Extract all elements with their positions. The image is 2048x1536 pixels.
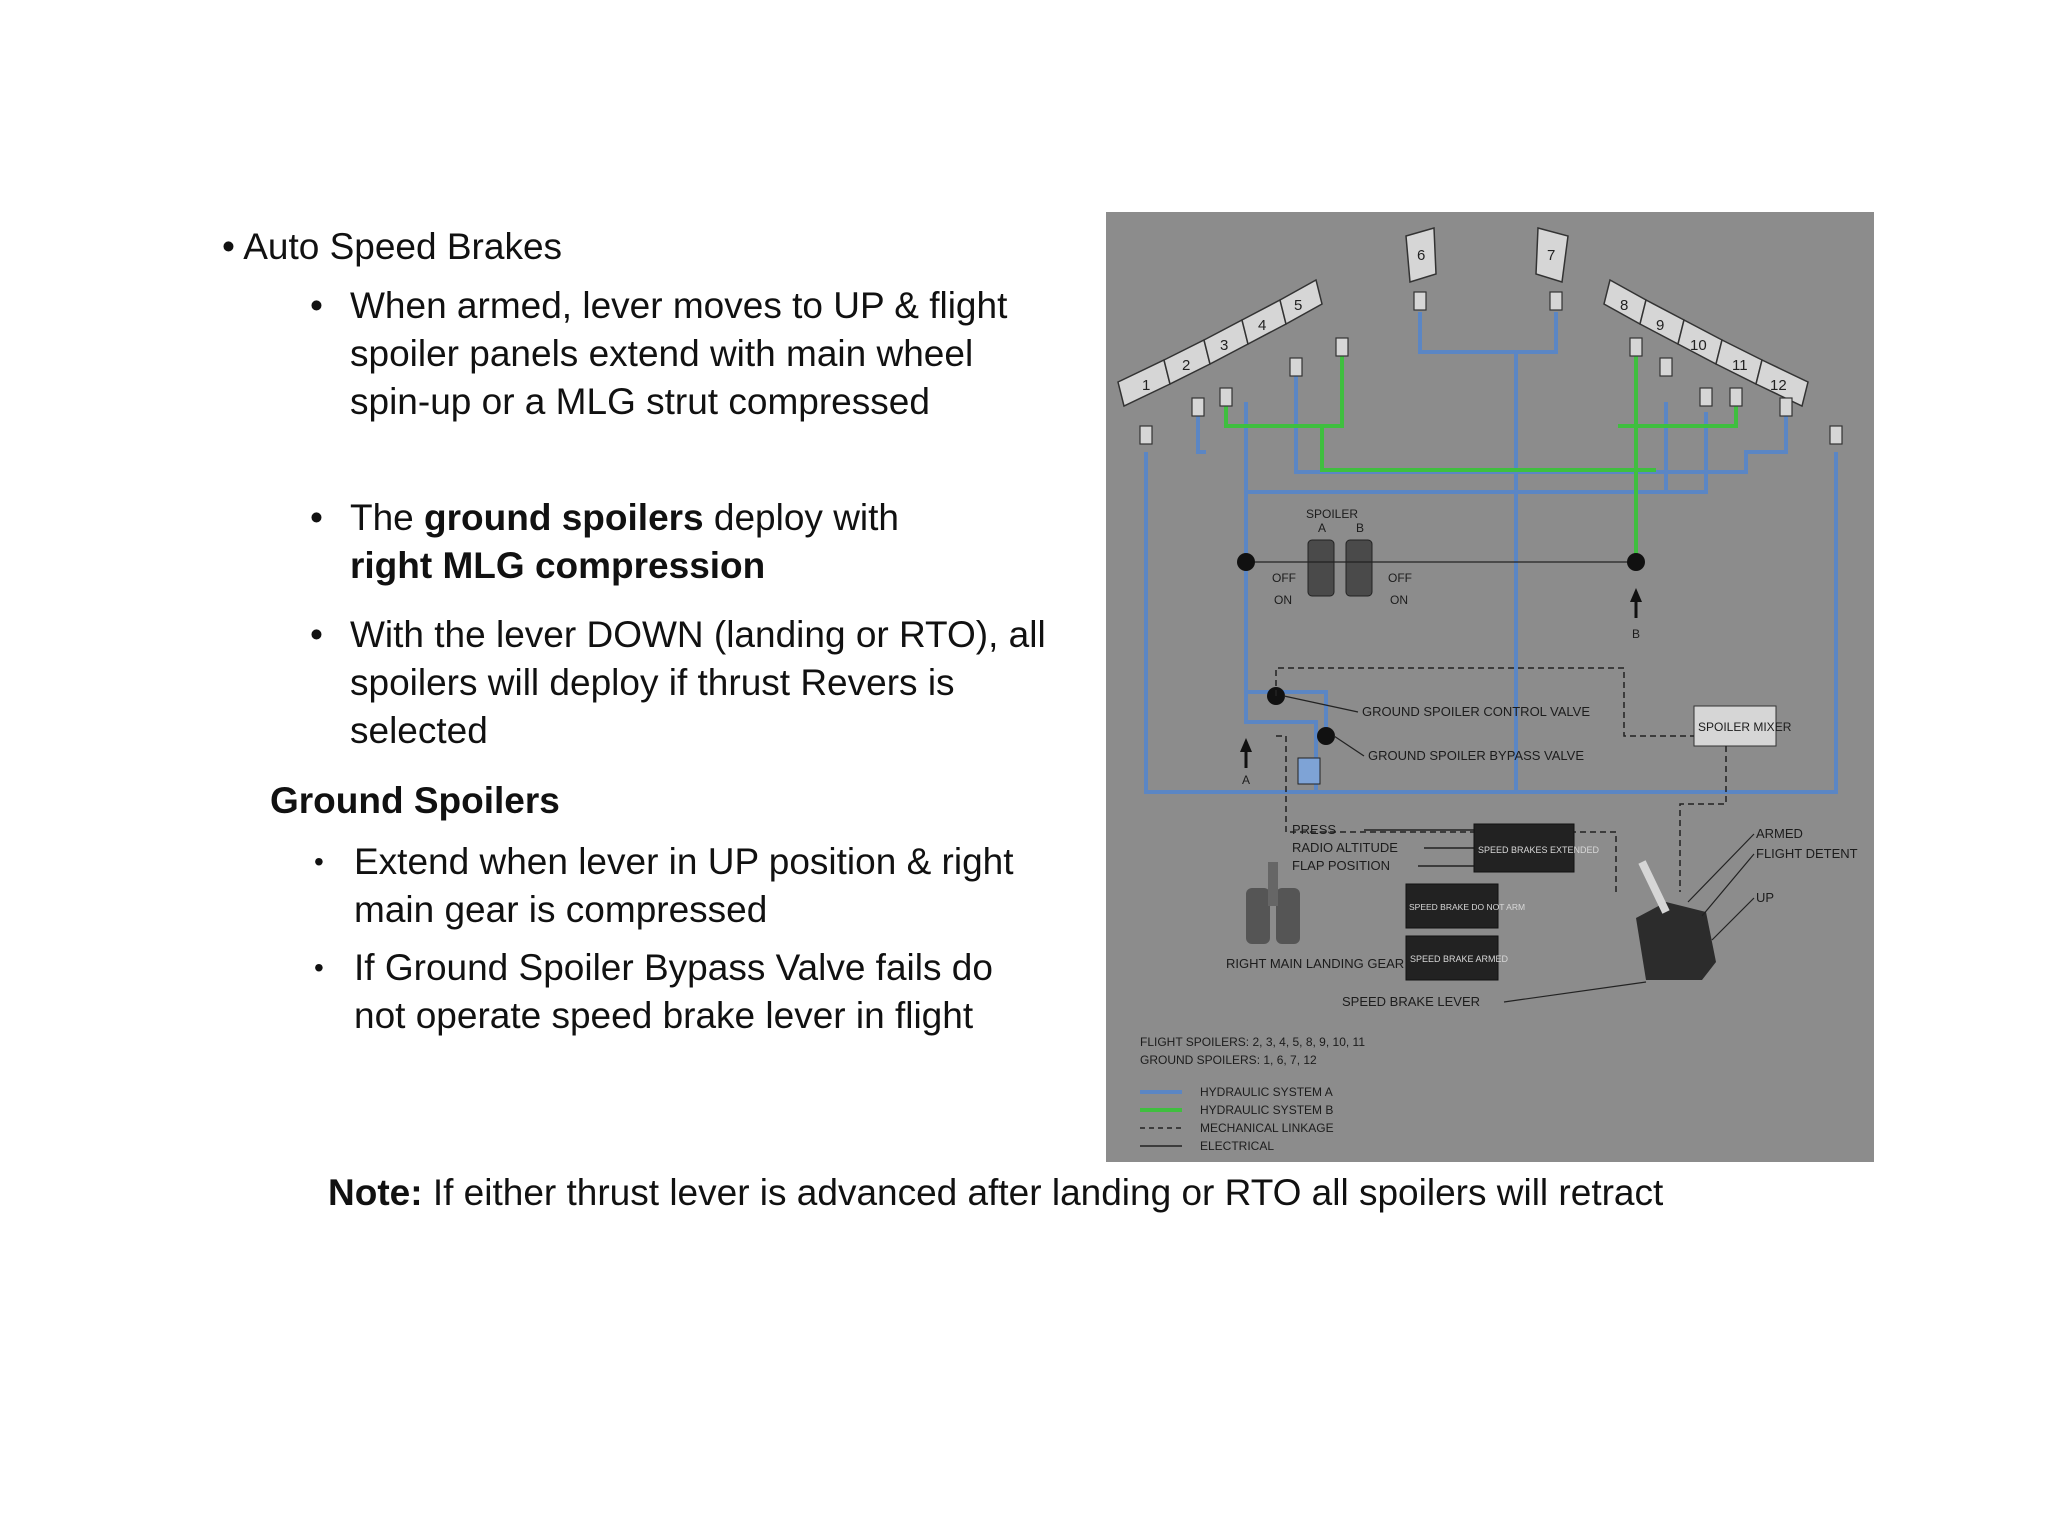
bullet2-bold2: right MLG compression	[350, 545, 766, 586]
bullet-dot: •	[314, 846, 324, 877]
note-text: If either thrust lever is advanced after…	[422, 1172, 1664, 1213]
bullet2-bold1: ground spoilers	[424, 497, 704, 538]
spoiler-a-off: OFF	[1272, 571, 1296, 585]
panel-7: 7	[1547, 247, 1555, 264]
spoiler-a-on: ON	[1274, 593, 1292, 607]
spoiler-switch-panel: SPOILER A B OFF ON OFF ON	[1237, 507, 1645, 607]
bullet-ground-spoilers-deploy: • The ground spoilers deploy with right …	[310, 494, 1030, 590]
valve-a	[1237, 553, 1255, 571]
valve-b	[1627, 553, 1645, 571]
note-label: Note:	[328, 1172, 423, 1213]
ground-spoiler-bypass-valve	[1317, 727, 1335, 745]
panel-6: 6	[1417, 247, 1425, 264]
bullet-extend-text: Extend when lever in UP position & right…	[354, 841, 1014, 930]
bullet2-pre: The	[350, 497, 425, 538]
flap-position-label: FLAP POSITION	[1292, 858, 1390, 873]
panel-9: 9	[1656, 317, 1664, 334]
legend: HYDRAULIC SYSTEM A HYDRAULIC SYSTEM B ME…	[1140, 1085, 1334, 1153]
panel-11: 11	[1732, 357, 1748, 374]
spoiler-switch-a-label: A	[1318, 521, 1326, 535]
spoiler-a-switch	[1307, 539, 1335, 597]
arrow-b-label: B	[1632, 627, 1640, 641]
speed-brake-armed-light	[1405, 935, 1499, 981]
legend-electrical: ELECTRICAL	[1200, 1139, 1274, 1153]
press-label: PRESS	[1292, 822, 1336, 837]
flight-spoilers-list: FLIGHT SPOILERS: 2, 3, 4, 5, 8, 9, 10, 1…	[1140, 1035, 1365, 1049]
legend-system-b: HYDRAULIC SYSTEM B	[1200, 1103, 1333, 1117]
spoiler-mixer-label: SPOILER MIXER	[1698, 720, 1792, 734]
bullet-dot: •	[314, 952, 324, 983]
bullet-extend: • Extend when lever in UP position & rig…	[314, 838, 1034, 934]
right-main-landing-gear-label: RIGHT MAIN LANDING GEAR	[1226, 956, 1404, 971]
speed-brake-lever	[1636, 860, 1716, 980]
arrow-a-label: A	[1242, 773, 1250, 787]
bullet-lever-down-text: With the lever DOWN (landing or RTO), al…	[350, 614, 1046, 751]
panel-numbers: 1 2 3 4 5 6 7 8 9 10 11 12	[1142, 247, 1787, 394]
panel-10: 10	[1690, 337, 1707, 354]
speed-brake-do-not-arm-light	[1405, 883, 1499, 929]
speed-brake-do-not-arm-label: SPEED BRAKE DO NOT ARM	[1409, 902, 1525, 912]
panel-5: 5	[1294, 297, 1302, 314]
auto-speed-brakes-heading: • Auto Speed Brakes	[222, 226, 563, 267]
panel-12: 12	[1770, 377, 1787, 394]
panel-4: 4	[1258, 317, 1266, 334]
spoiler-system-diagram: 1 2 3 4 5 6 7 8 9 10 11 12	[1106, 212, 1874, 1162]
right-main-landing-gear	[1246, 862, 1300, 944]
bullet-bypass-valve: • If Ground Spoiler Bypass Valve fails d…	[314, 944, 1034, 1040]
gsc-valve-label: GROUND SPOILER CONTROL VALVE	[1362, 704, 1590, 719]
bullet-dot: •	[310, 614, 323, 655]
ground-spoilers-list: GROUND SPOILERS: 1, 6, 7, 12	[1140, 1053, 1317, 1067]
speed-brakes-extended-label: SPEED BRAKES EXTENDED	[1478, 845, 1600, 855]
speed-brake-lever-label: SPEED BRAKE LEVER	[1342, 994, 1480, 1009]
pressure-arrows: A B	[1240, 588, 1642, 787]
hydraulic-system-a-lines	[1144, 312, 1838, 794]
hydraulic-system-b-lines	[1224, 352, 1738, 558]
gsb-valve-label: GROUND SPOILER BYPASS VALVE	[1368, 748, 1584, 763]
bullet-dot: •	[310, 497, 323, 538]
up-label: UP	[1756, 890, 1774, 905]
actuators	[1139, 291, 1843, 445]
diagram-svg: 1 2 3 4 5 6 7 8 9 10 11 12	[1117, 227, 1858, 1153]
flight-detent-label: FLIGHT DETENT	[1756, 846, 1858, 861]
bullet-auto-armed: • When armed, lever moves to UP & flight…	[310, 282, 1030, 426]
legend-mechanical: MECHANICAL LINKAGE	[1200, 1121, 1334, 1135]
spoiler-switch-title: SPOILER	[1306, 507, 1358, 521]
spoiler-mixer-box	[1693, 705, 1777, 747]
speed-brakes-extended-light	[1473, 823, 1575, 873]
bullet2-mid: deploy with	[703, 497, 900, 538]
bullet-dot: •	[310, 285, 323, 326]
note: Note: If either thrust lever is advanced…	[328, 1172, 1663, 1214]
left-wing-panels	[1117, 227, 1809, 408]
spoiler-b-on: ON	[1390, 593, 1408, 607]
panel-8: 8	[1620, 297, 1628, 314]
auto-speed-brakes-title: Auto Speed Brakes	[243, 226, 563, 267]
spoiler-b-off: OFF	[1388, 571, 1412, 585]
legend-system-a: HYDRAULIC SYSTEM A	[1200, 1085, 1333, 1099]
bullet-bypass-valve-text: If Ground Spoiler Bypass Valve fails do …	[354, 947, 993, 1036]
bullet-lever-down: • With the lever DOWN (landing or RTO), …	[310, 611, 1070, 755]
ground-spoilers-heading: Ground Spoilers	[270, 780, 560, 821]
panel-1: 1	[1142, 377, 1150, 394]
bullet-auto-armed-text: When armed, lever moves to UP & flight s…	[350, 285, 1008, 422]
speed-brake-armed-label: SPEED BRAKE ARMED	[1410, 954, 1509, 964]
armed-label: ARMED	[1756, 826, 1803, 841]
radio-altitude-label: RADIO ALTITUDE	[1292, 840, 1398, 855]
mechanical-linkage	[1275, 667, 1694, 737]
panel-3: 3	[1220, 337, 1228, 354]
panel-2: 2	[1182, 357, 1190, 374]
bypass-valve-body	[1297, 757, 1321, 785]
spoiler-b-switch	[1345, 539, 1373, 597]
spoiler-switch-b-label: B	[1356, 521, 1364, 535]
